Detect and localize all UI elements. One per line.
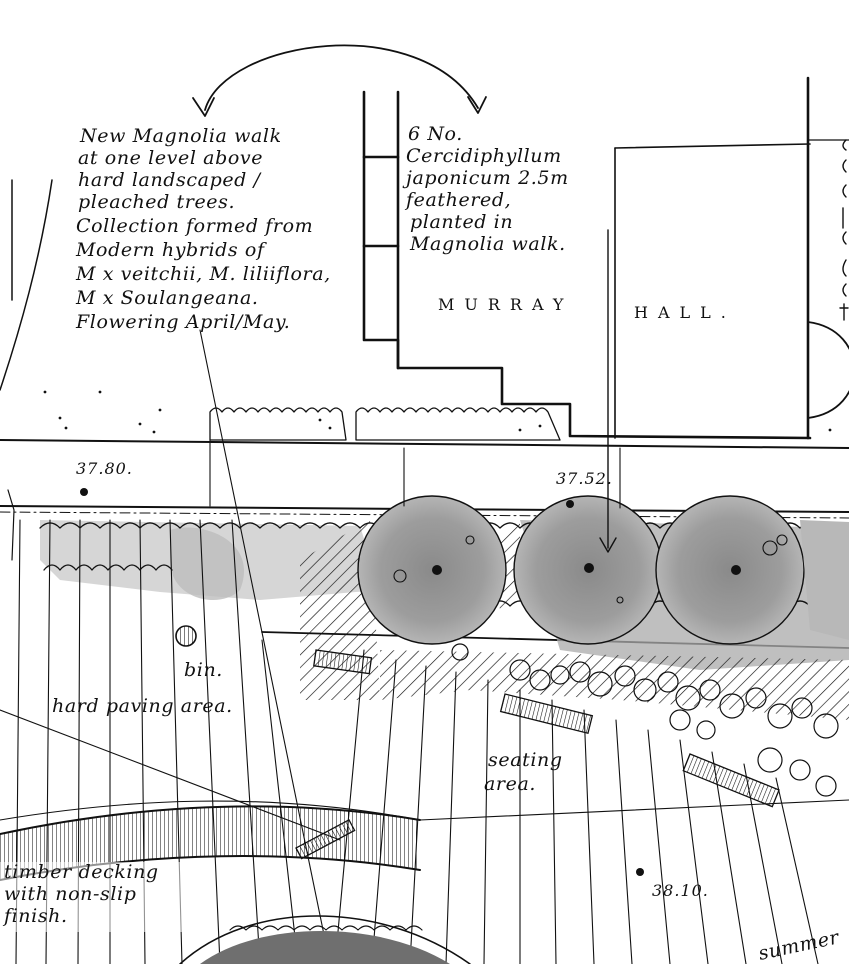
magnolia-walk-note: New Magnolia walk at one level above har… [75,125,337,333]
cercidiphyllum-note: 6 No. Cercidiphyllum japonicum 2.5m feat… [402,123,575,255]
seating-area-label: seating area. [484,749,569,795]
tree-2 [513,495,663,645]
timber-decking-label-bg [0,862,190,932]
bin-symbol [175,625,197,647]
hard-paving-label: hard paving area. [52,695,233,717]
hedge-strip [43,390,832,441]
level-point-3 [636,868,644,876]
summer-label: summer [756,926,842,964]
level-points [80,488,644,876]
shrub-circles [451,643,839,797]
cercidiphyllum-trees [357,495,849,645]
murray-label: MURRAY [438,295,573,314]
level-label-2: 37.52. [556,469,613,488]
level-label-1: 37.80. [76,459,133,478]
bin-label: bin. [184,659,223,681]
right-margin-marks [839,139,849,321]
level-label-3: 38.10. [652,881,709,900]
swap-arrow [192,44,487,117]
level-point-1 [80,488,88,496]
tree-3 [655,495,805,645]
note-arrow [599,229,617,553]
timber-decking-label: timber decking with non-slip finish. [2,861,165,927]
level-point-2 [566,500,574,508]
hall-label: HALL. [634,303,736,322]
murray-hall-building [362,76,849,440]
tree-1 [357,495,507,645]
left-boundary [0,179,53,561]
